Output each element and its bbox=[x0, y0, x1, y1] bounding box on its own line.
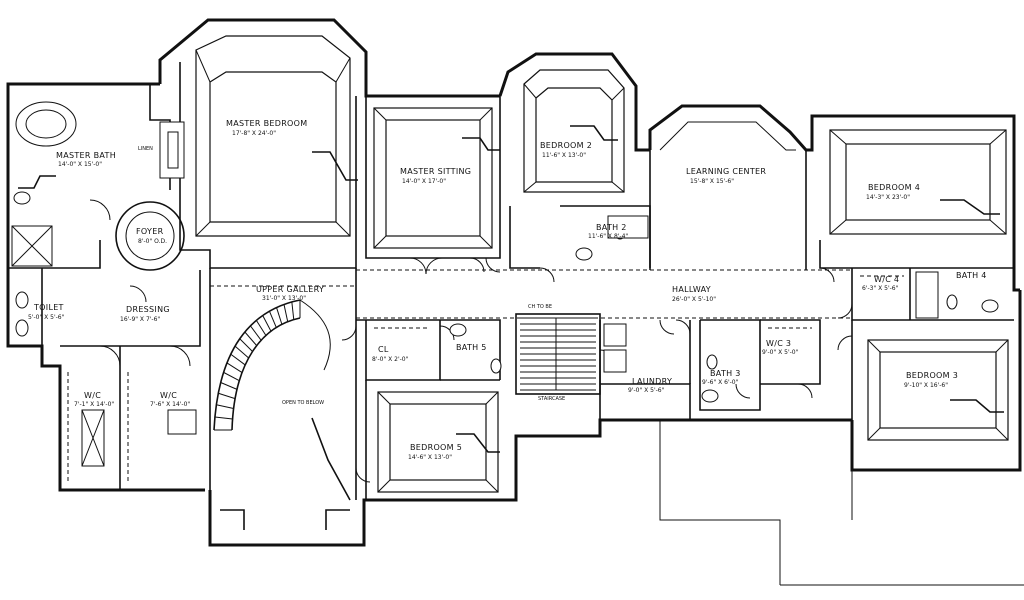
label-dressing: DRESSING bbox=[126, 305, 170, 314]
stair-tread bbox=[230, 353, 246, 366]
label-bedroom3: BEDROOM 3 bbox=[906, 371, 958, 380]
label-bath3: BATH 3 bbox=[710, 369, 741, 378]
stair-tread bbox=[234, 345, 249, 359]
label-upper-gallery: UPPER GALLERY bbox=[256, 285, 324, 294]
label-master-bedroom: MASTER BEDROOM bbox=[226, 119, 307, 128]
label-hallway: HALLWAY bbox=[672, 285, 711, 294]
label-master-sitting: MASTER SITTING bbox=[400, 167, 471, 176]
stair-tread bbox=[218, 392, 236, 400]
label-wic-mid: W/C bbox=[160, 391, 177, 400]
stair-tread bbox=[239, 338, 253, 352]
toilet-fixture bbox=[15, 291, 29, 309]
label-learning-center: LEARNING CENTER bbox=[686, 167, 766, 176]
dims-laundry: 9'-0" X 5'-6" bbox=[628, 387, 665, 394]
door-swings bbox=[89, 199, 853, 483]
label-bath4: BATH 4 bbox=[956, 271, 987, 280]
hall-soffits bbox=[210, 269, 852, 319]
label-laundry: LAUNDRY bbox=[632, 377, 672, 386]
label-bath5: BATH 5 bbox=[456, 343, 487, 352]
dryer bbox=[603, 349, 627, 373]
dims-wic-left: 7'-1" X 14'-0" bbox=[74, 401, 114, 408]
wall-right-side bbox=[850, 290, 1022, 472]
label-wic-left: W/C bbox=[84, 391, 101, 400]
dims-foyer: 8'-0" O.D. bbox=[138, 238, 167, 245]
wall-bedroom2-bay bbox=[498, 52, 650, 152]
dims-bedroom4: 14'-3" X 23'-0" bbox=[866, 194, 910, 201]
foyer-rotunda bbox=[115, 201, 185, 271]
fireplace bbox=[159, 121, 185, 179]
label-bath2: BATH 2 bbox=[596, 223, 627, 232]
stair-tread bbox=[268, 311, 277, 328]
tray-bedroom3 bbox=[867, 339, 1009, 441]
ceiling-leaders bbox=[18, 125, 1004, 501]
tray-master-sitting bbox=[373, 107, 493, 249]
dims-dressing: 16'-9" X 7'-6" bbox=[120, 316, 160, 323]
dims-bath3: 9'-6" X 6'-0" bbox=[702, 379, 739, 386]
note-open-to-below: OPEN TO BELOW bbox=[282, 400, 324, 406]
stair-tread bbox=[216, 404, 234, 410]
stair-tread bbox=[276, 307, 283, 325]
dims-learning-center: 15'-8" X 15'-6" bbox=[690, 178, 734, 185]
label-toilet: TOILET bbox=[33, 303, 64, 312]
tub bbox=[915, 271, 939, 319]
interior-walls bbox=[8, 62, 1014, 500]
wall-bottom-middle bbox=[208, 418, 852, 547]
tray-ceilings bbox=[195, 35, 1009, 493]
label-cl: CL bbox=[378, 345, 389, 354]
straight-staircase[interactable] bbox=[520, 317, 596, 391]
note-staircase: STAIRCASE bbox=[538, 396, 565, 402]
label-bedroom5: BEDROOM 5 bbox=[410, 443, 462, 452]
lower-roof-outline bbox=[659, 420, 1024, 586]
sink bbox=[575, 247, 593, 261]
dims-bedroom3: 9'-10" X 16'-6" bbox=[904, 382, 948, 389]
stair-tread bbox=[262, 315, 272, 332]
stair-tread bbox=[244, 331, 258, 346]
label-bedroom4: BEDROOM 4 bbox=[868, 183, 920, 192]
dims-wic3: 9'-0" X 5'-0" bbox=[762, 349, 799, 356]
curved-staircase[interactable] bbox=[213, 299, 331, 431]
dims-hallway: 26'-0" X 5'-10" bbox=[672, 296, 716, 303]
label-master-bath: MASTER BATH bbox=[56, 151, 116, 160]
dims-master-bath: 14'-0" X 15'-0" bbox=[58, 161, 102, 168]
learning-center-bay bbox=[659, 121, 796, 151]
dims-master-sitting: 14'-0" X 17'-0" bbox=[402, 178, 446, 185]
label-wic3: W/C 3 bbox=[766, 339, 791, 348]
dims-cl: 8'-0" X 2'-0" bbox=[372, 356, 409, 363]
wall-learning-bay bbox=[648, 104, 1020, 292]
fixtures bbox=[11, 101, 999, 530]
washer bbox=[603, 323, 627, 347]
stair-tread bbox=[220, 382, 238, 390]
stair-tread bbox=[250, 325, 262, 341]
note-ch-to-be: CH TO BE bbox=[528, 304, 552, 310]
dims-bedroom2: 11'-6" X 13'-0" bbox=[542, 152, 586, 159]
dims-master-bedroom: 17'-8" X 24'-0" bbox=[232, 130, 276, 137]
stair-tread bbox=[291, 301, 295, 320]
dims-wic4: 6'-3" X 5'-6" bbox=[862, 285, 899, 292]
label-wic4: W/C 4 bbox=[874, 275, 899, 284]
stair-tread bbox=[255, 320, 267, 336]
room-labels: MASTER BEDROOM 17'-8" X 24'-0" MASTER SI… bbox=[28, 119, 987, 461]
dims-wic-mid: 7'-6" X 14'-0" bbox=[150, 401, 190, 408]
dims-bedroom5: 14'-6" X 13'-0" bbox=[408, 454, 452, 461]
dims-bath2: 11'-6" X 8'-4" bbox=[588, 233, 628, 240]
exterior-walls bbox=[6, 18, 1022, 547]
stair-tread bbox=[226, 362, 243, 373]
tray-bedroom4 bbox=[829, 129, 1007, 235]
label-foyer: FOYER bbox=[136, 227, 164, 236]
tray-master-bedroom-inner bbox=[209, 71, 337, 223]
note-linen: LINEN bbox=[138, 146, 153, 152]
stair-tread bbox=[223, 371, 240, 382]
stair-tread bbox=[214, 416, 233, 420]
dims-upper-gallery: 31'-0" X 13'-0" bbox=[262, 295, 306, 302]
dims-toilet: 5'-0" X 5'-6" bbox=[28, 314, 65, 321]
tray-bedroom5 bbox=[377, 391, 499, 493]
wall-master-bay bbox=[158, 18, 500, 98]
label-bedroom2: BEDROOM 2 bbox=[540, 141, 592, 150]
wall-master-wing bbox=[6, 82, 205, 492]
stair-tread bbox=[283, 304, 289, 322]
